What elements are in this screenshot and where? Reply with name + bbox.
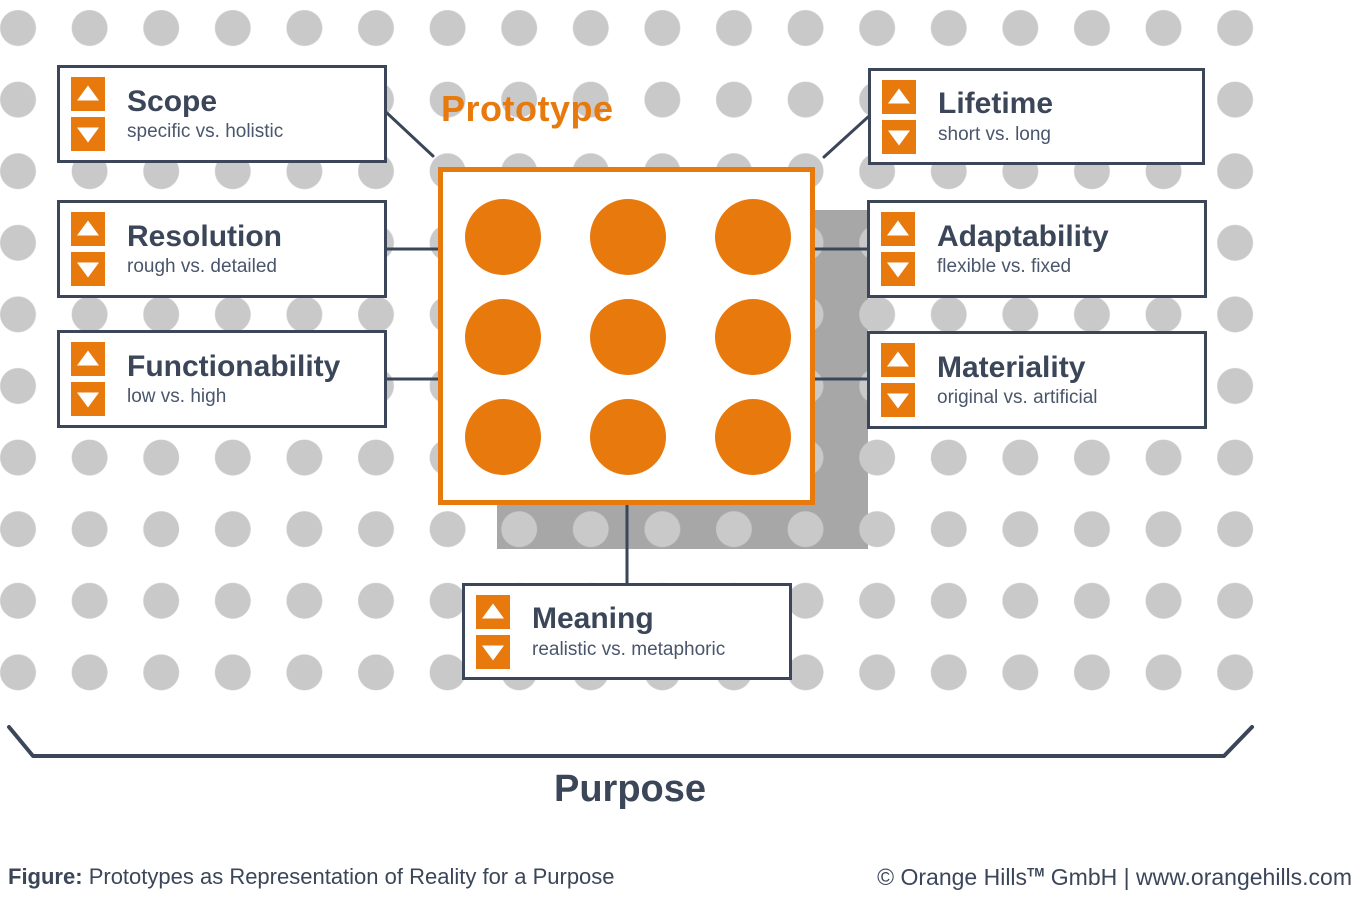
dimension-subtitle: flexible vs. fixed [937, 256, 1072, 278]
up-triangle-icon [881, 212, 915, 246]
down-triangle-icon [71, 117, 105, 151]
figure-caption-label: Figure: [8, 864, 83, 889]
copyright-prefix: © Orange Hills [877, 864, 1028, 890]
down-triangle-icon [71, 252, 105, 286]
spectrum-icons [882, 79, 916, 154]
dimension-box-resolution: Resolution rough vs. detailed [57, 200, 387, 298]
dimension-subtitle: specific vs. holistic [127, 121, 284, 143]
prototype-dot [465, 299, 541, 375]
dimension-box-meaning: Meaning realistic vs. metaphoric [462, 583, 792, 680]
spectrum-icons [881, 212, 915, 286]
figure-caption-row: Figure: Prototypes as Representation of … [0, 864, 1360, 891]
down-triangle-icon [882, 119, 916, 154]
dimension-title: Adaptability [937, 219, 1109, 253]
dimension-subtitle: realistic vs. metaphoric [532, 638, 726, 660]
prototype-dot [465, 399, 541, 475]
dimension-box-scope: Scope specific vs. holistic [57, 65, 387, 163]
up-triangle-icon [881, 343, 915, 377]
prototype-dot [465, 199, 541, 275]
dimension-subtitle: rough vs. detailed [127, 256, 277, 278]
spectrum-icons [71, 212, 105, 286]
down-triangle-icon [881, 252, 915, 286]
down-triangle-icon [476, 634, 510, 669]
prototype-dot [590, 399, 666, 475]
dimension-title: Lifetime [938, 87, 1054, 121]
spectrum-icons [71, 342, 105, 416]
purpose-bracket [7, 725, 1254, 758]
up-triangle-icon [71, 77, 105, 111]
dimension-box-adaptability: Adaptability flexible vs. fixed [867, 200, 1207, 298]
purpose-label: Purpose [553, 768, 707, 810]
prototype-dot [715, 299, 791, 375]
figure-caption: Figure: Prototypes as Representation of … [8, 864, 615, 890]
copyright-suffix: GmbH | www.orangehills.com [1044, 864, 1352, 890]
dimension-title: Meaning [532, 602, 654, 636]
up-triangle-icon [71, 342, 105, 376]
spectrum-icons [71, 77, 105, 151]
prototype-dot [715, 199, 791, 275]
dimension-subtitle: short vs. long [938, 123, 1051, 145]
dimension-subtitle: original vs. artificial [937, 387, 1098, 409]
prototype-dot [715, 399, 791, 475]
prototype-label: Prototype [441, 88, 614, 129]
up-triangle-icon [882, 79, 916, 114]
prototype-dot [590, 299, 666, 375]
prototype-dot-grid [443, 172, 810, 500]
copyright-caption: © Orange HillsTM GmbH | www.orangehills.… [877, 864, 1352, 891]
trademark-superscript: TM [1027, 865, 1045, 880]
dimension-box-materiality: Materiality original vs. artificial [867, 331, 1207, 429]
dimension-box-functionability: Functionability low vs. high [57, 330, 387, 428]
dimension-title: Resolution [127, 219, 282, 253]
dimension-title: Scope [127, 84, 218, 118]
spectrum-icons [476, 594, 510, 669]
dimension-subtitle: low vs. high [127, 386, 227, 408]
prototype-square [438, 167, 815, 505]
prototype-dot [590, 199, 666, 275]
spectrum-icons [881, 343, 915, 417]
dimension-title: Materiality [937, 350, 1086, 384]
dimension-title: Functionability [127, 349, 341, 383]
up-triangle-icon [71, 212, 105, 246]
up-triangle-icon [476, 594, 510, 629]
down-triangle-icon [881, 383, 915, 417]
figure-caption-text: Prototypes as Representation of Reality … [88, 864, 615, 889]
dimension-box-lifetime: Lifetime short vs. long [868, 68, 1205, 165]
down-triangle-icon [71, 382, 105, 416]
